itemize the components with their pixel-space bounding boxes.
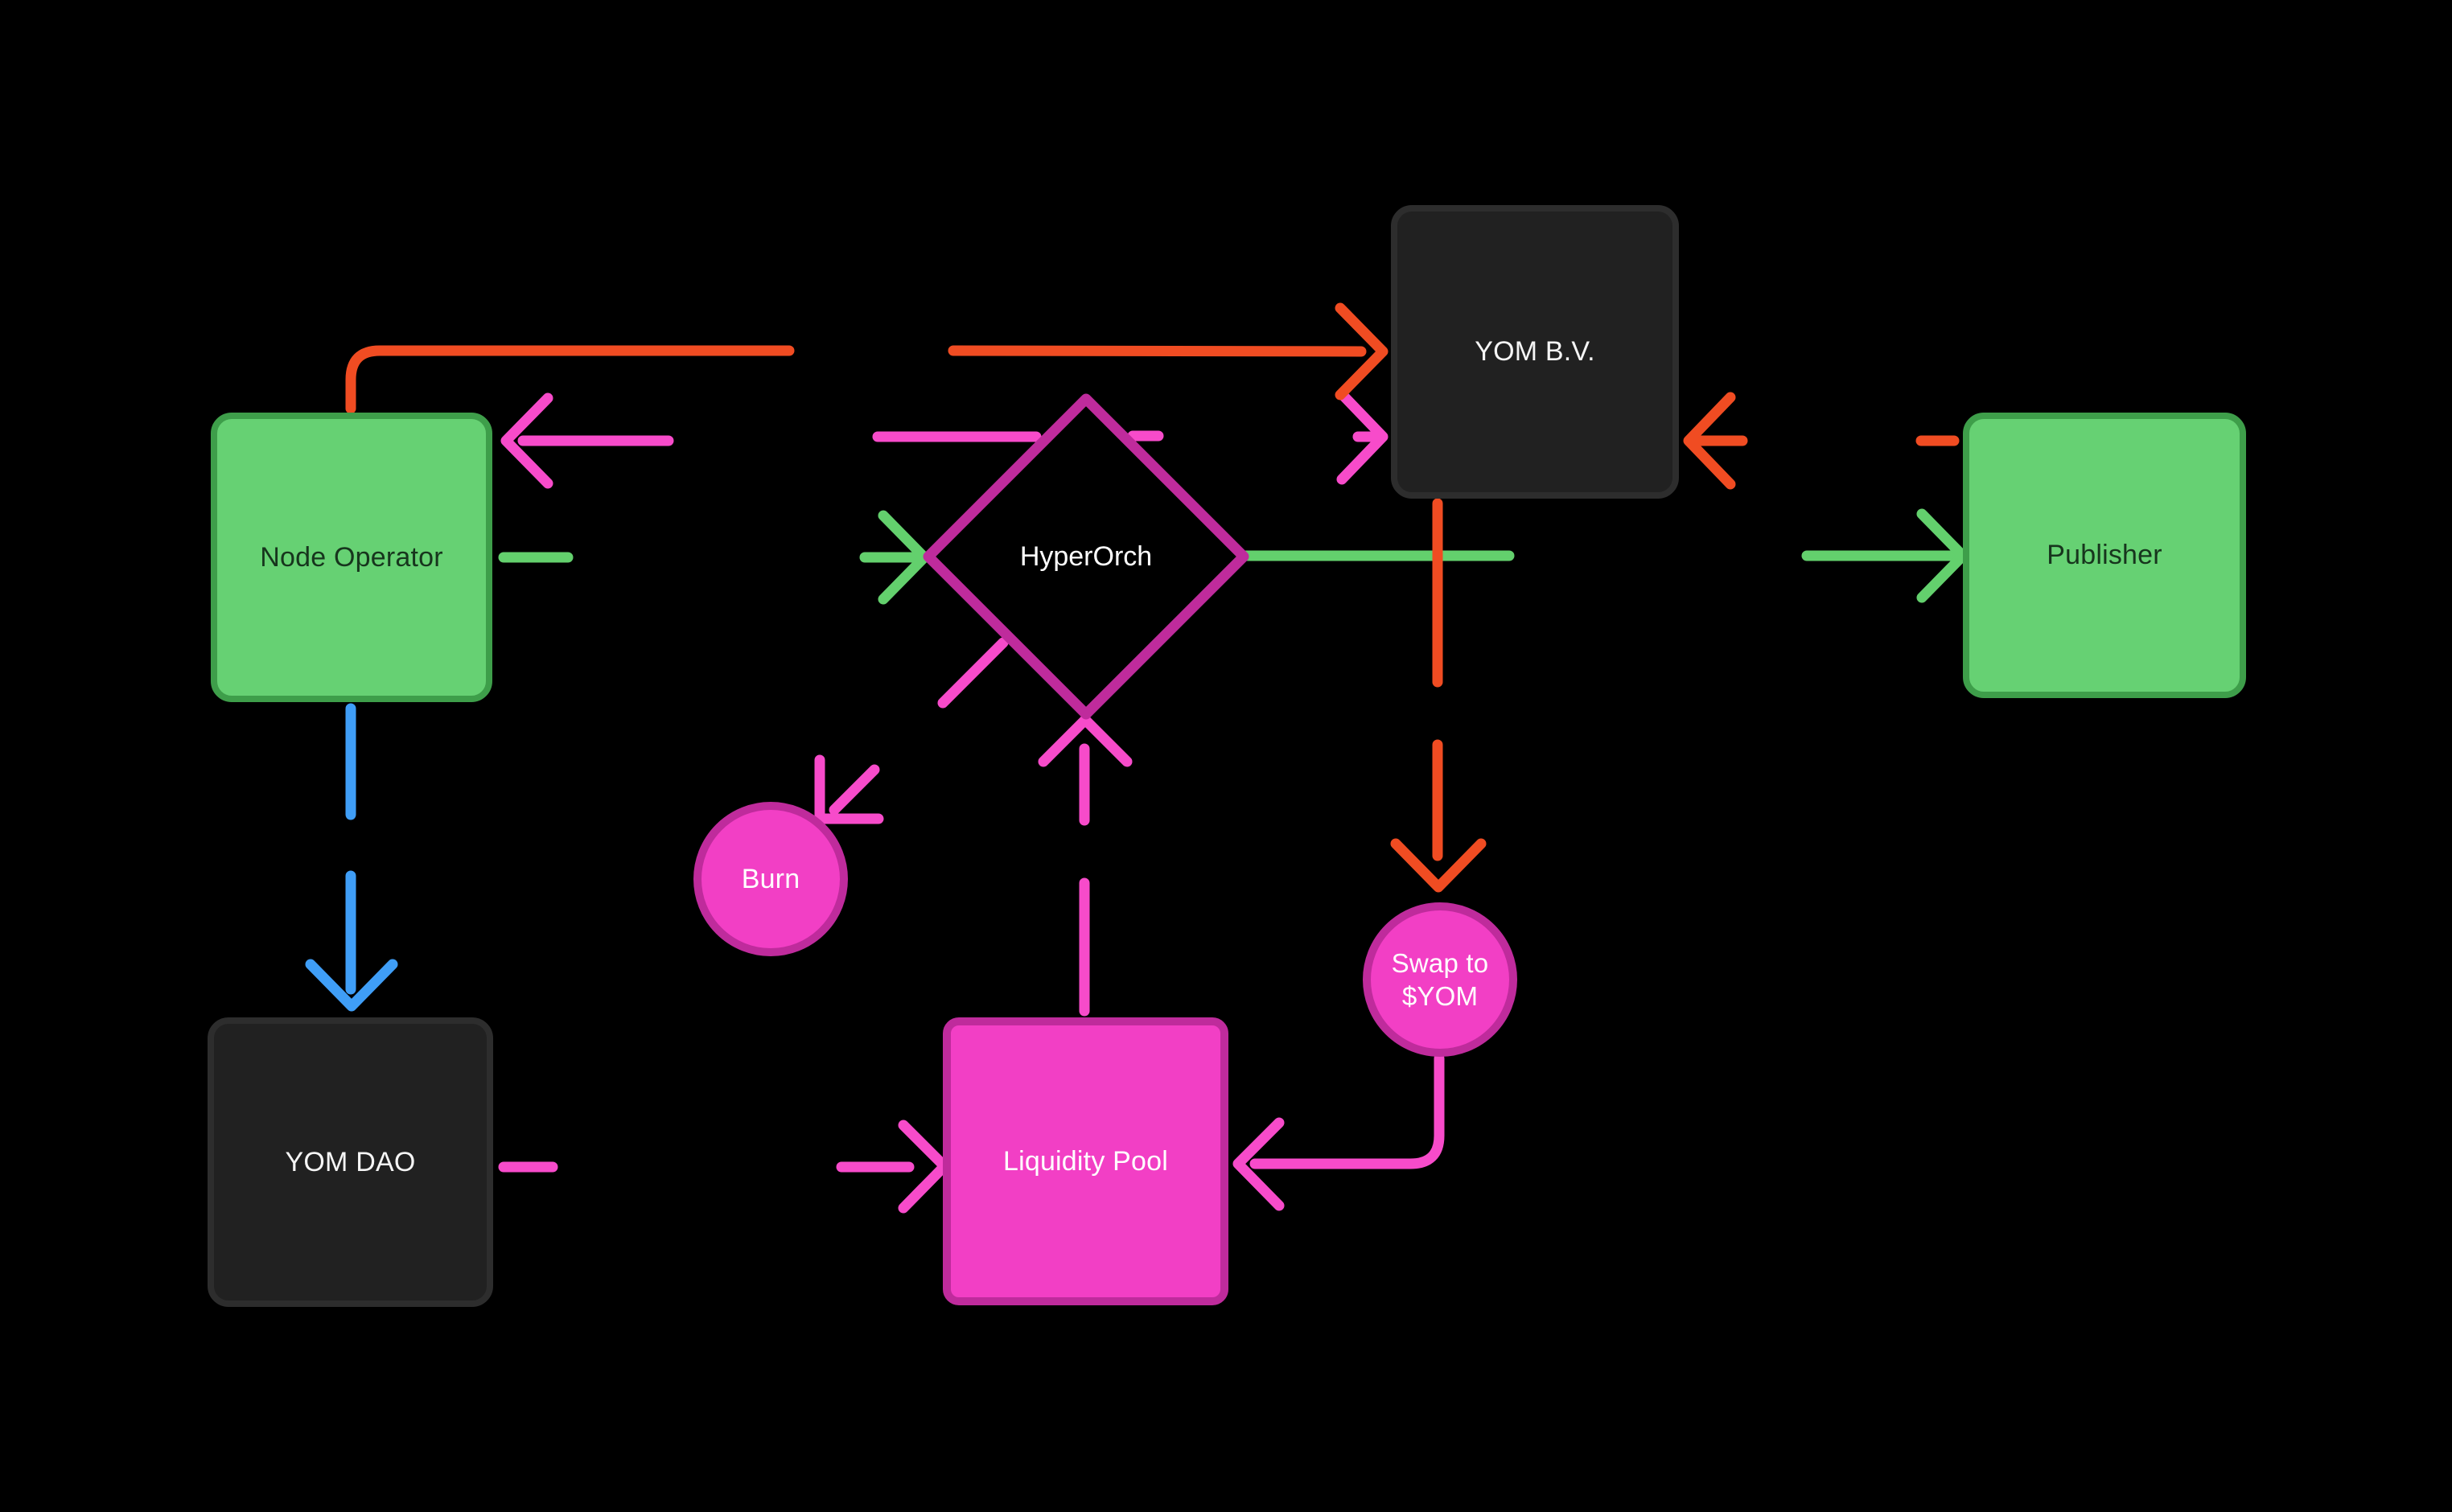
arrowhead-right-icon <box>1335 302 1389 401</box>
arrowhead-left-icon <box>1232 1117 1285 1211</box>
node-hyperorch-outline <box>923 393 1249 720</box>
node-publisher[interactable]: Publisher <box>1963 413 2246 698</box>
node-node-operator[interactable]: Node Operator <box>211 413 492 702</box>
arrowhead-right-icon <box>1336 388 1389 485</box>
node-label: HyperOrch <box>1019 540 1153 572</box>
node-label: YOM B.V. <box>1475 336 1595 367</box>
edge-nodeoperator-to-yombv <box>345 302 1389 414</box>
edge-liquiditypool-to-hyperorch <box>1038 714 1133 1017</box>
node-label: Node Operator <box>260 541 443 573</box>
edge-pink-nodeoperator-yombv <box>500 388 1389 489</box>
arrowhead-left-icon <box>500 392 553 489</box>
edge-hyperorch-to-publisher <box>1240 508 1969 603</box>
node-yom-bv[interactable]: YOM B.V. <box>1391 205 1679 499</box>
node-yom-dao[interactable]: YOM DAO <box>208 1017 493 1307</box>
node-label: Liquidity Pool <box>1002 1145 1169 1177</box>
edge-publisher-to-yombv <box>1683 392 1960 490</box>
node-label: YOM DAO <box>285 1146 416 1177</box>
arrowhead-down-icon <box>1390 838 1487 893</box>
node-burn[interactable]: Burn <box>693 802 848 956</box>
edge-nodeoperator-to-hyperorch <box>498 510 930 605</box>
edge-yomdao-to-liquiditypool <box>498 1120 950 1214</box>
edge-yombv-to-swap <box>1390 498 1487 893</box>
node-label: Publisher <box>2047 540 2162 570</box>
arrowhead-left-icon <box>1683 392 1736 490</box>
node-label: Burn <box>741 863 800 894</box>
arrowhead-up-icon <box>1038 714 1133 767</box>
node-label: Swap to $YOM <box>1391 947 1489 1011</box>
arrowhead-down-icon <box>305 959 398 1012</box>
node-swap-to-yom[interactable]: Swap to $YOM <box>1363 902 1517 1057</box>
edge-hyperorch-to-burn <box>814 637 1009 824</box>
edge-swap-to-liquiditypool <box>1232 1053 1445 1211</box>
node-hyperorch-label: HyperOrch <box>1006 536 1166 577</box>
edge-nodeoperator-to-yomdao <box>305 703 398 1012</box>
node-liquidity-pool[interactable]: Liquidity Pool <box>943 1017 1228 1305</box>
